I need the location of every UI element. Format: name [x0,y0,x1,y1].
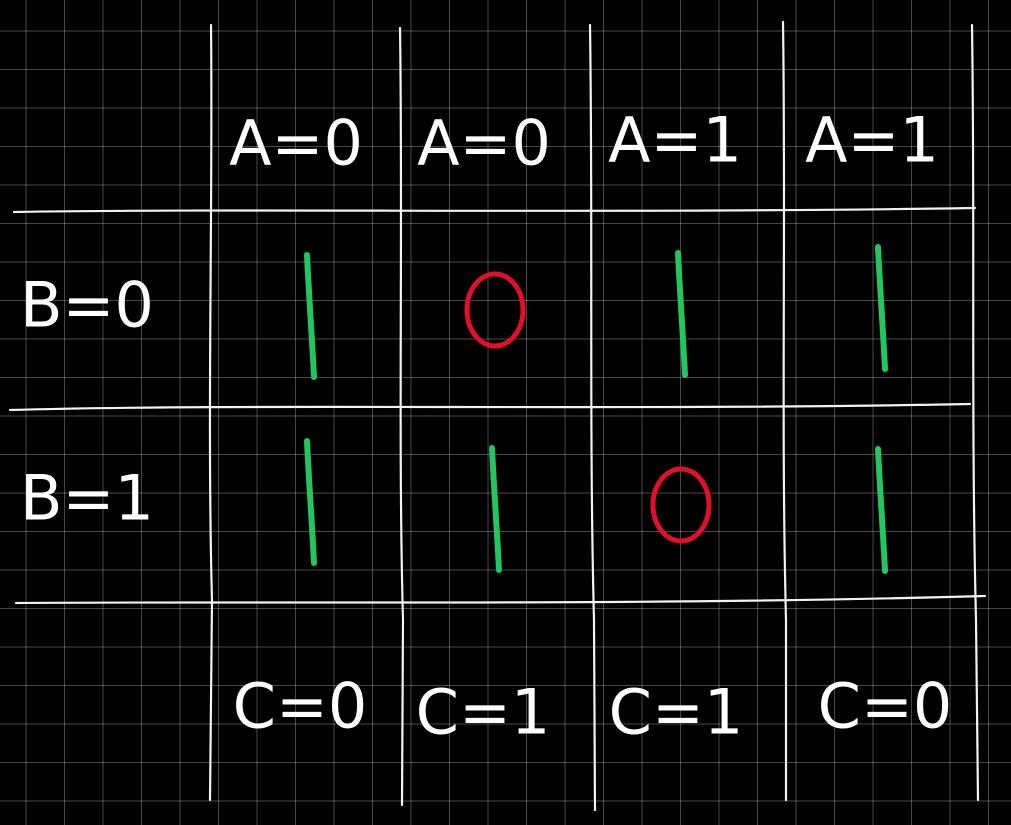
vertical-rule-2 [398,26,405,807]
cell-mark-one [304,252,317,380]
cell-marks [304,244,888,574]
row-label: B=0 [20,269,154,342]
column-footer: C=0 [233,670,368,743]
vertical-rule-4 [781,20,788,802]
cell-mark-one [304,438,317,566]
row-labels: B=0 B=1 [20,269,154,535]
cell-mark-one [875,446,888,574]
cell-mark-one [489,445,502,573]
cell-mark-one [875,244,888,372]
horizontal-rule-header [12,206,977,214]
row-label: B=1 [20,462,154,535]
cell-mark-one [675,250,688,378]
vertical-rule-1 [208,23,214,802]
cell-mark-zero [650,466,712,544]
cell-mark-zero [464,271,526,349]
horizontal-rule-footer [14,594,987,605]
table-rules [8,20,987,812]
column-footers: C=0 C=1 C=1 C=0 [233,670,953,749]
column-headers: A=0 A=0 A=1 A=1 [229,104,939,180]
vertical-rule-5 [970,23,980,802]
horizontal-rule-middle [8,402,972,412]
column-header: A=1 [805,104,939,177]
column-footer: C=0 [818,670,953,743]
column-footer: C=1 [416,676,551,749]
column-footer: C=1 [609,676,744,749]
vertical-rule-3 [588,23,597,812]
column-header: A=0 [229,107,363,180]
column-header: A=0 [417,107,551,180]
column-header: A=1 [608,104,742,177]
